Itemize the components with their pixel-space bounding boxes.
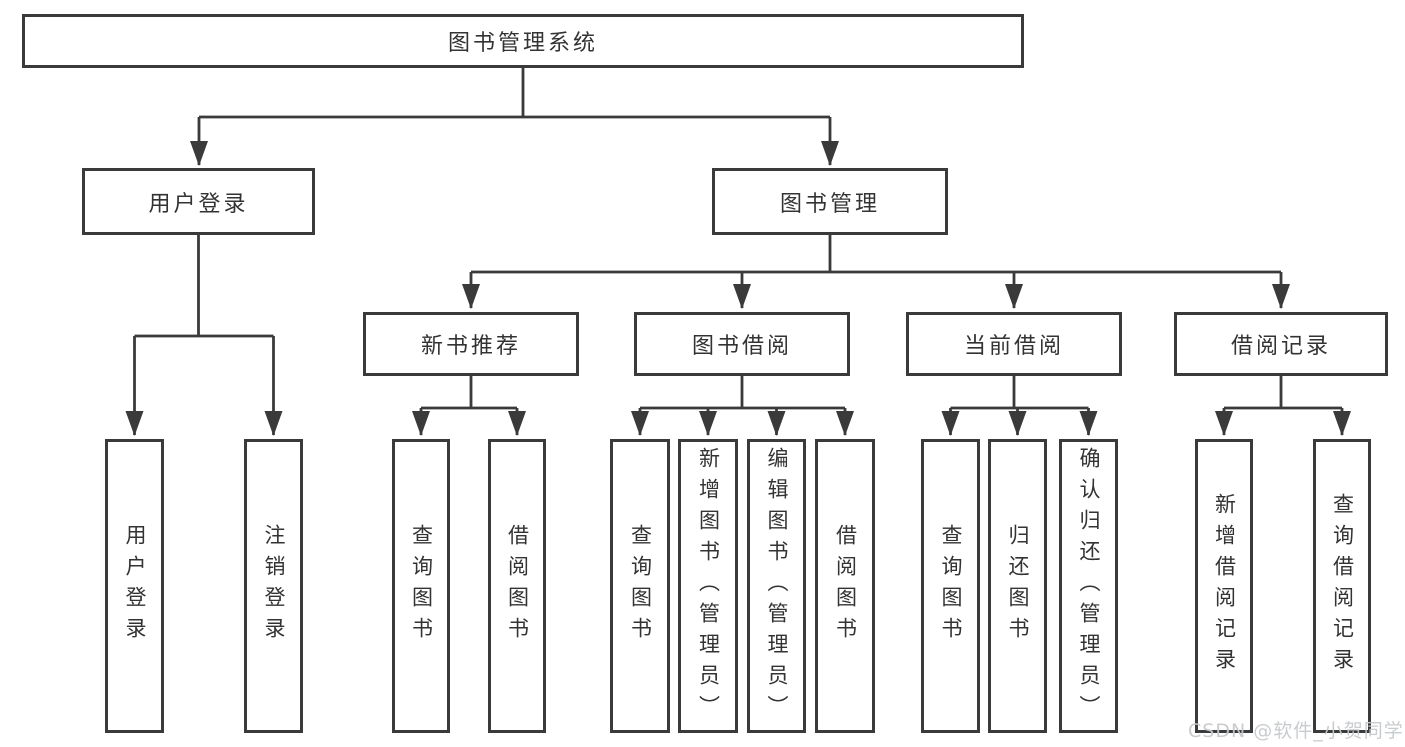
watermark: CSDN @软件_小贺同学 — [1188, 720, 1404, 742]
leaf-borrow-query-books-label: 查询图书 — [628, 524, 653, 648]
node-root: 图书管理系统 — [22, 14, 1024, 68]
leaf-user-login-label: 用户登录 — [123, 524, 147, 648]
leaf-record-add-label: 新增借阅记录 — [1212, 493, 1237, 679]
leaf-borrow-borrow-books-label: 借阅图书 — [833, 524, 858, 648]
leaf-current-query-books-label: 查询图书 — [939, 524, 963, 648]
leaf-borrow-borrow-books: 借阅图书 — [815, 439, 875, 733]
leaf-record-query-label: 查询借阅记录 — [1330, 493, 1355, 679]
leaf-borrow-add-books: 新增图书（管理员） — [678, 439, 738, 733]
leaf-borrow-query-books: 查询图书 — [610, 439, 670, 733]
node-user-login-label: 用户登录 — [148, 191, 249, 217]
node-user-login: 用户登录 — [82, 168, 315, 235]
connector-rails — [134, 68, 1342, 410]
leaf-record-add: 新增借阅记录 — [1195, 439, 1253, 733]
node-book-management-label: 图书管理 — [779, 191, 880, 217]
node-current-borrow-label: 当前借阅 — [963, 334, 1064, 359]
node-borrow-record-label: 借阅记录 — [1230, 334, 1331, 359]
leaf-borrow-edit-books-label: 编辑图书（管理员） — [765, 446, 789, 726]
leaf-current-confirm-return-label: 确认归还（管理员） — [1077, 446, 1101, 726]
connector-arrows — [125, 117, 1351, 436]
leaf-logout: 注销登录 — [244, 439, 303, 733]
node-book-management: 图书管理 — [712, 168, 948, 235]
leaf-logout-label: 注销登录 — [262, 524, 286, 648]
node-new-book-recommend: 新书推荐 — [363, 312, 579, 376]
leaf-current-return-books-label: 归还图书 — [1006, 524, 1030, 648]
node-book-borrow-label: 图书借阅 — [691, 334, 792, 359]
node-book-borrow: 图书借阅 — [634, 312, 850, 376]
leaf-record-query: 查询借阅记录 — [1313, 439, 1371, 733]
leaf-current-return-books: 归还图书 — [988, 439, 1047, 733]
node-borrow-record: 借阅记录 — [1174, 312, 1388, 376]
node-current-borrow: 当前借阅 — [906, 312, 1122, 376]
leaf-borrow-edit-books: 编辑图书（管理员） — [747, 439, 806, 733]
leaf-current-confirm-return: 确认归还（管理员） — [1059, 439, 1118, 733]
leaf-borrow-add-books-label: 新增图书（管理员） — [696, 446, 721, 726]
node-root-label: 图书管理系统 — [447, 31, 598, 56]
leaf-recommend-query-books-label: 查询图书 — [409, 524, 434, 648]
node-new-book-recommend-label: 新书推荐 — [420, 334, 521, 359]
leaf-recommend-borrow-books-label: 借阅图书 — [505, 524, 530, 648]
leaf-recommend-borrow-books: 借阅图书 — [488, 439, 546, 733]
leaf-user-login: 用户登录 — [105, 439, 164, 733]
leaf-current-query-books: 查询图书 — [921, 439, 980, 733]
leaf-recommend-query-books: 查询图书 — [392, 439, 450, 733]
